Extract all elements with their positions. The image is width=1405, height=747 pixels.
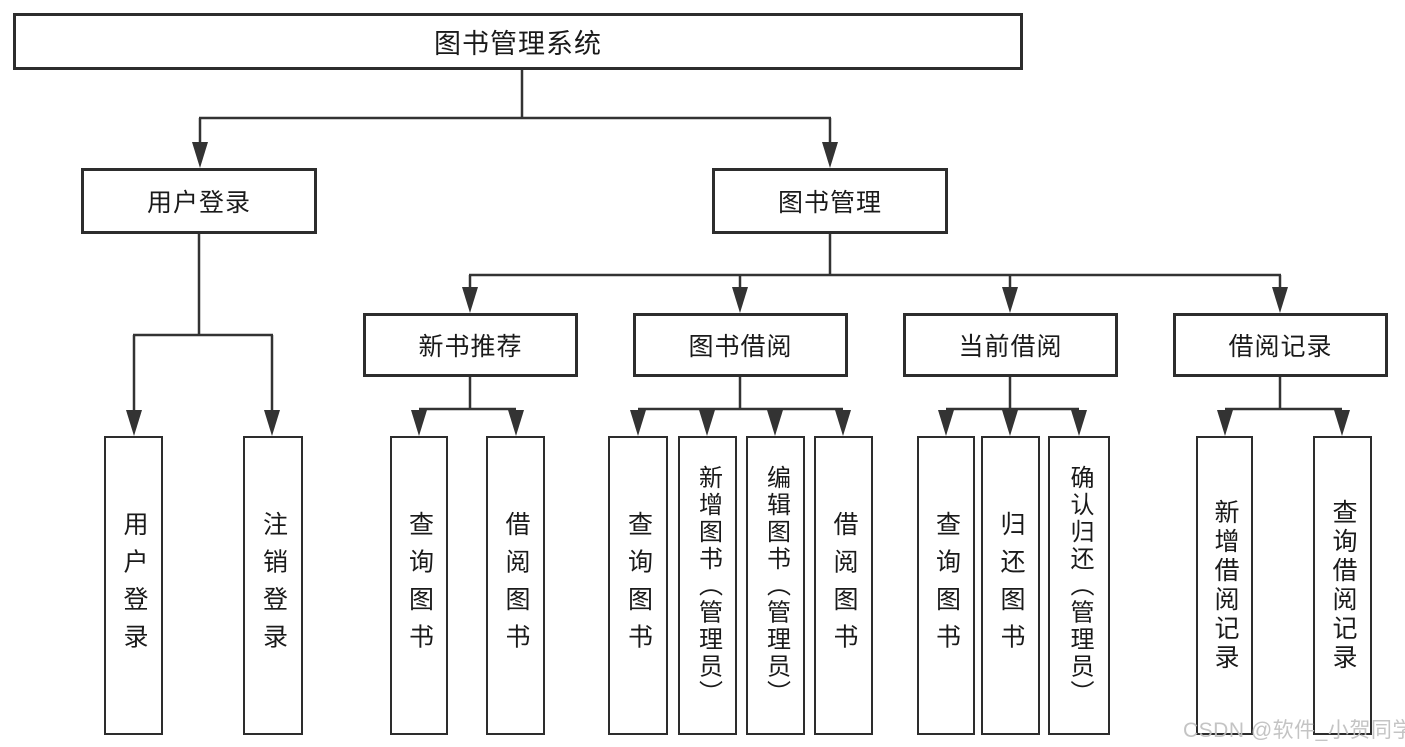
node-label: 查询借阅记录	[1329, 498, 1357, 673]
node-label: 查询图书	[932, 510, 961, 661]
node-label: 归还图书	[997, 510, 1025, 661]
node-new-book-recommendation: 新书推荐	[363, 313, 578, 377]
leaf-query-books-current: 查询图书	[917, 436, 975, 735]
node-label: 编辑图书（管理员）	[762, 464, 790, 707]
node-label: 图书管理	[777, 189, 882, 217]
node-label: 查询图书	[405, 510, 434, 661]
connector-lines	[132, 70, 1342, 412]
leaf-query-books-recommend: 查询图书	[390, 436, 448, 735]
node-label: 借阅记录	[1228, 333, 1333, 361]
leaf-user-login: 用户登录	[104, 436, 163, 735]
node-book-borrowing: 图书借阅	[633, 313, 848, 377]
node-book-management: 图书管理	[712, 168, 948, 234]
node-label: 用户登录	[146, 189, 251, 217]
node-label: 新书推荐	[418, 333, 523, 361]
node-label: 确认归还（管理员）	[1066, 464, 1093, 707]
leaf-query-books-borrow: 查询图书	[608, 436, 668, 735]
node-label: 借阅图书	[830, 510, 858, 661]
leaf-add-borrow-record: 新增借阅记录	[1196, 436, 1253, 735]
csdn-watermark: CSDN @软件_小贺同学	[1183, 719, 1405, 742]
node-label: 注销登录	[259, 510, 288, 661]
leaf-query-borrow-record: 查询借阅记录	[1313, 436, 1372, 735]
node-label: 图书管理系统	[434, 29, 602, 59]
node-label: 新增借阅记录	[1211, 498, 1239, 673]
node-label: 图书借阅	[688, 333, 793, 361]
leaf-confirm-return-admin: 确认归还（管理员）	[1048, 436, 1110, 735]
node-current-borrowing: 当前借阅	[903, 313, 1118, 377]
node-borrowing-records: 借阅记录	[1173, 313, 1388, 377]
node-label: 查询图书	[624, 510, 653, 661]
node-user-login: 用户登录	[81, 168, 317, 234]
leaf-return-book: 归还图书	[981, 436, 1040, 735]
leaf-borrow-books: 借阅图书	[814, 436, 873, 735]
node-book-management-system: 图书管理系统	[13, 13, 1023, 70]
leaf-logout: 注销登录	[243, 436, 303, 735]
leaf-borrow-books-recommend: 借阅图书	[486, 436, 545, 735]
arrowheads	[126, 142, 1350, 436]
node-label: 借阅图书	[502, 510, 530, 661]
node-label: 用户登录	[120, 510, 148, 661]
leaf-add-book-admin: 新增图书（管理员）	[678, 436, 737, 735]
node-label: 当前借阅	[958, 333, 1063, 361]
leaf-edit-book-admin: 编辑图书（管理员）	[746, 436, 805, 735]
node-label: 新增图书（管理员）	[694, 464, 722, 707]
